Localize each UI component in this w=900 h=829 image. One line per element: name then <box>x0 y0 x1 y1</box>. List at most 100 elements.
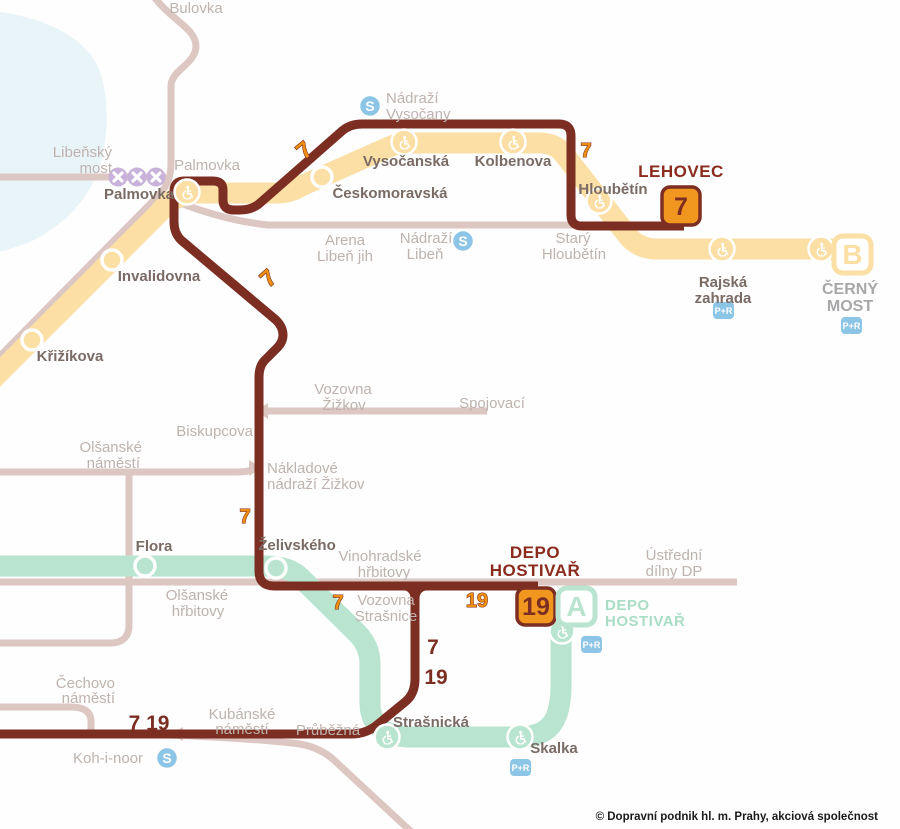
station-label-nadrazi-liben: Libeň <box>407 246 444 263</box>
terminus-label-cerny-most: ČERNÝ <box>822 279 878 298</box>
station-label-vozovna-strasnice: Strašnice <box>355 608 418 625</box>
line-tram-7 <box>169 119 684 591</box>
park-ride-icon: P+R <box>841 317 862 334</box>
station-marker-ceskomoravska <box>310 165 334 189</box>
station-label-vozovna-strasnice: Vozovna <box>357 592 415 609</box>
line-tram-join <box>410 581 427 602</box>
station-label-stary-hloubetin: Hloubětín <box>542 246 606 263</box>
station-label-krizikova: Křižíkova <box>37 348 104 365</box>
station-label-nakladove-nadrazi: nádraží Žižkov <box>267 476 365 493</box>
route-19-label: 19 <box>466 590 488 612</box>
terminus-label-depo-hostivar-metro: DEPO <box>605 597 650 614</box>
station-label-invalidovna: Invalidovna <box>118 268 201 285</box>
closed-station-x-icon <box>127 167 147 187</box>
svg-text:19: 19 <box>522 593 550 621</box>
station-label-vinohradske-hrbitovy: hřbitovy <box>358 564 411 581</box>
route-7-label: 7 <box>239 506 250 528</box>
svg-text:P+R: P+R <box>583 640 601 650</box>
station-label-kubanske-namesti: Kubánské <box>209 706 276 723</box>
station-label-strasnicka: Strašnická <box>393 714 470 731</box>
wheelchair-icon <box>499 128 527 156</box>
line-jicinska <box>0 473 133 647</box>
park-ride-icon: P+R <box>713 302 734 319</box>
terminus-label-depo-hostivar: HOSTIVAŘ <box>490 561 581 580</box>
route-7-19-label: 7 19 <box>129 712 170 735</box>
wheelchair-icon <box>807 235 835 263</box>
terminus-label-depo-hostivar-metro: HOSTIVAŘ <box>605 612 685 630</box>
rail-s-icon: S <box>358 94 382 118</box>
station-label-vysocanska: Vysočanská <box>363 153 450 170</box>
svg-text:P+R: P+R <box>715 306 733 316</box>
svg-text:S: S <box>458 233 467 249</box>
svg-text:S: S <box>162 750 171 766</box>
station-label-nadrazi-liben: Nádraží <box>400 230 453 247</box>
line-cechovo-namesti <box>0 703 95 731</box>
station-label-nadrazi-vysocany: Nádraží <box>386 90 439 107</box>
station-label-cechovo-namesti: náměstí <box>62 690 116 707</box>
station-label-nadrazi-vysocany: Vysočany <box>386 106 451 123</box>
station-label-spojovaci: Spojovací <box>459 395 526 412</box>
svg-text:7: 7 <box>674 193 688 221</box>
route-19-label: 19 <box>424 666 447 689</box>
svg-text:P+R: P+R <box>512 763 530 773</box>
station-label-rajska-zahrada: Rajská <box>699 274 748 291</box>
line-tram-19 <box>0 590 420 739</box>
park-ride-icon: P+R <box>581 636 602 653</box>
metro-b-terminus-badge: B <box>831 233 874 276</box>
metro-a-terminus-badge: A <box>555 585 598 628</box>
station-label-koh-i-noor: Koh-i-noor <box>73 750 143 767</box>
metro-station-markers <box>20 165 334 580</box>
svg-text:A: A <box>566 591 586 622</box>
wheelchair-icon <box>708 235 736 263</box>
wheelchair-icon <box>373 723 401 751</box>
closed-station-x-icon <box>146 167 166 187</box>
station-label-arena-liben-jih: Libeň jih <box>317 248 373 265</box>
terminus-badges: 7 19 B A <box>515 185 874 628</box>
station-label-palmovka-other: Palmovka <box>174 157 241 174</box>
terminus-label-lehovec: LEHOVEC <box>638 162 724 181</box>
station-label-prubezna: Průběžná <box>296 722 361 739</box>
wheelchair-icon <box>390 128 418 156</box>
station-label-vinohradske-hrbitovy: Vinohradské <box>338 548 421 565</box>
station-label-olsanske-namesti: náměstí <box>87 455 141 472</box>
rail-s-icon: S <box>155 746 179 770</box>
station-label-olsanske-hrbitovy: hřbitovy <box>172 603 225 620</box>
station-marker-krizikova <box>20 328 44 352</box>
station-label-nakladove-nadrazi: Nákladové <box>267 460 338 477</box>
station-label-hloubetin: Hloubětín <box>578 181 647 198</box>
svg-text:P+R: P+R <box>843 321 861 331</box>
line-tram-7-19 <box>0 119 684 739</box>
station-marker-flora <box>133 554 157 578</box>
line-bulovka <box>0 0 200 361</box>
closed-station-x-icon <box>108 167 128 187</box>
route-7-label: 7 <box>427 636 439 659</box>
station-marker-invalidovna <box>100 248 124 272</box>
terminus-label-depo-hostivar: DEPO <box>510 543 560 562</box>
station-label-flora: Flora <box>136 538 173 555</box>
svg-text:B: B <box>842 239 862 270</box>
station-label-kolbenova: Kolbenova <box>475 153 552 170</box>
station-label-zelivskeho: Želivského <box>258 536 336 554</box>
station-label-libensky-most: Libeňský <box>53 144 113 161</box>
svg-text:S: S <box>365 98 374 114</box>
station-label-olsanske-hrbitovy: Olšanské <box>166 587 229 604</box>
route-19-terminus-badge: 19 <box>515 586 557 627</box>
route-7-terminus-badge: 7 <box>660 185 702 227</box>
station-label-biskupcova: Biskupcova <box>176 423 253 440</box>
station-label-skalka: Skalka <box>530 740 578 757</box>
station-label-ustredni-dilny-dp: dílny DP <box>646 563 703 580</box>
park-and-ride-badges: P+R P+R P+R P+R <box>510 302 862 776</box>
station-label-kubanske-namesti: náměstí <box>215 721 269 738</box>
station-marker-zelivskeho <box>264 556 288 580</box>
route-7-label: 7 <box>332 592 343 614</box>
rail-s-icon: S <box>451 229 475 253</box>
river-water-area <box>0 12 107 252</box>
station-label-bulovka: Bulovka <box>169 0 223 17</box>
park-ride-icon: P+R <box>510 759 531 776</box>
station-label-ceskomoravska: Českomoravská <box>332 184 448 202</box>
wheelchair-icon <box>585 187 613 215</box>
station-label-rajska-zahrada: zahrada <box>695 290 752 307</box>
wheelchair-icon <box>173 178 201 206</box>
